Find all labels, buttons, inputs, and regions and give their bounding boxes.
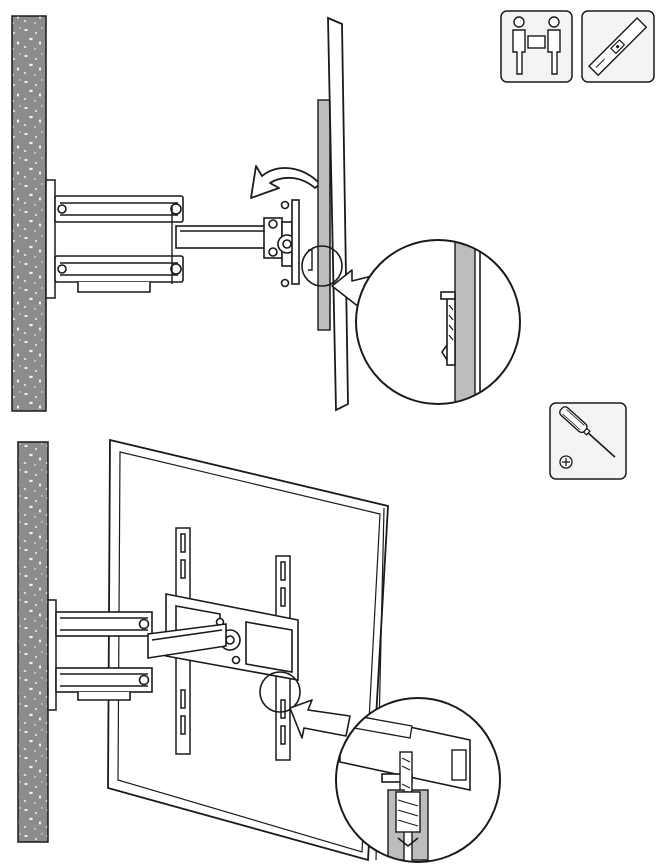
tv-side-profile — [308, 16, 349, 412]
detail-focus-circle — [259, 671, 301, 713]
step-hook-tv — [11, 10, 655, 412]
phillips-screwdriver-icon — [549, 402, 627, 480]
detail-focus-circle — [301, 245, 343, 287]
lower-arm — [54, 255, 184, 293]
lower-arm — [55, 667, 153, 701]
wall-section — [11, 15, 47, 412]
callout-arrow-icon — [289, 699, 351, 739]
extension-arm — [175, 217, 283, 259]
spirit-level-icon — [581, 10, 655, 83]
wall-plate — [45, 179, 56, 299]
hook-detail-magnifier — [355, 239, 521, 405]
tilt-head — [277, 199, 300, 288]
screw-detail-magnifier — [335, 697, 501, 863]
phillips-head-symbol-icon — [559, 455, 573, 469]
extension-arm — [147, 623, 227, 659]
step-secure-screw — [17, 438, 501, 863]
upper-arm — [55, 611, 153, 637]
upper-arm — [54, 195, 184, 223]
wall-section — [17, 441, 49, 843]
two-person-lift-icon — [500, 10, 573, 83]
wall-plate — [47, 599, 57, 711]
tilt-arrow-icon — [250, 165, 321, 199]
